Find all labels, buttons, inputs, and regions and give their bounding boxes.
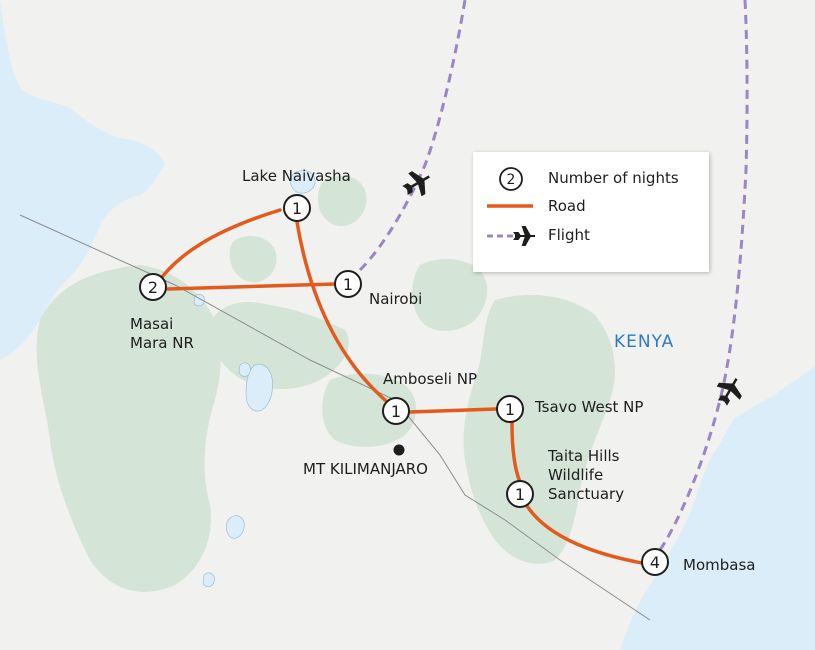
stop-label-amboseli: Amboseli NP: [383, 370, 477, 388]
stop-marker-circle: [139, 273, 167, 301]
stop-marker: 1: [283, 194, 311, 222]
lake-naivasha-water: [290, 170, 316, 194]
stop-marker: 1: [382, 397, 410, 425]
park-tsavo: [463, 295, 615, 564]
park-mid: [229, 235, 277, 283]
stop-marker-circle: [382, 397, 410, 425]
stop-label-mombasa: Mombasa: [683, 556, 756, 574]
legend-symbols: 2: [487, 167, 535, 246]
road-masai-nairobi: [166, 282, 337, 291]
landmark-label: MT KILIMANJARO: [303, 460, 428, 478]
stop-marker: 1: [496, 395, 524, 423]
stop-marker: 1: [506, 480, 534, 508]
road-naivasha-amboseli: [295, 220, 387, 402]
stop-label-nairobi: Nairobi: [369, 290, 423, 308]
legend-road-label: Road: [548, 197, 586, 215]
stop-nights-number: 1: [391, 402, 401, 421]
map-legend: 2 Number of nights Road Flight: [473, 152, 709, 272]
stop-label-taita-hills: Taita Hills Wildlife Sanctuary: [548, 447, 625, 503]
mt-kilimanjaro-marker: [393, 444, 405, 456]
stop-marker: 2: [139, 273, 167, 301]
stop-label-lake-naivasha: Lake Naivasha: [242, 167, 351, 185]
indian-ocean: [620, 365, 815, 650]
road-amboseli-tsavo: [408, 407, 498, 414]
road-masai-naivasha: [153, 208, 282, 289]
stop-nights-number: 1: [292, 199, 302, 218]
road-taita-mombasa: [525, 504, 644, 565]
stop-nights-number: 1: [515, 485, 525, 504]
stop-marker-circle: [334, 270, 362, 298]
country-label: KENYA: [614, 332, 675, 352]
airplane-icon: [716, 378, 742, 406]
lake-small-3: [202, 572, 215, 587]
stop-label-tsavo-west: Tsavo West NP: [535, 398, 644, 416]
lake-victoria: [0, 0, 165, 360]
park-amboseli: [322, 373, 417, 447]
legend-nights-label: Number of nights: [548, 169, 679, 187]
legend-nights-icon: [499, 167, 523, 191]
lake-small-1: [238, 362, 251, 377]
park-masai-mara: [36, 265, 221, 592]
stop-marker-circle: [496, 395, 524, 423]
stop-marker: 4: [641, 548, 669, 576]
stop-nights-number: 1: [505, 400, 515, 419]
legend-flight-label: Flight: [548, 226, 590, 244]
stop-nights-number: 2: [148, 278, 158, 297]
lake-small-2: [225, 515, 245, 539]
park-southwest: [110, 436, 166, 496]
stop-marker-circle: [283, 194, 311, 222]
stop-label-masai-mara: Masai Mara NR: [130, 315, 194, 352]
park-naivasha-east: [318, 175, 367, 227]
stop-nights-number: 1: [343, 275, 353, 294]
flight-path-mombasa: [658, 0, 749, 551]
park-north-kilimanjaro: [211, 302, 349, 390]
stop-marker-circle: [641, 548, 669, 576]
stop-marker: 1: [334, 270, 362, 298]
stop-marker-circle: [506, 480, 534, 508]
stop-nights-number: 4: [650, 553, 660, 572]
lake-natron: [245, 363, 273, 412]
park-central: [412, 258, 488, 332]
legend-airplane-icon: [513, 226, 535, 246]
airplane-icon: [402, 171, 430, 197]
legend-nights-number: 2: [507, 172, 516, 188]
flight-path-nairobi: [358, 0, 467, 272]
border-kenya-tanzania: [19, 214, 651, 621]
road-tsavo-taita: [510, 421, 522, 484]
